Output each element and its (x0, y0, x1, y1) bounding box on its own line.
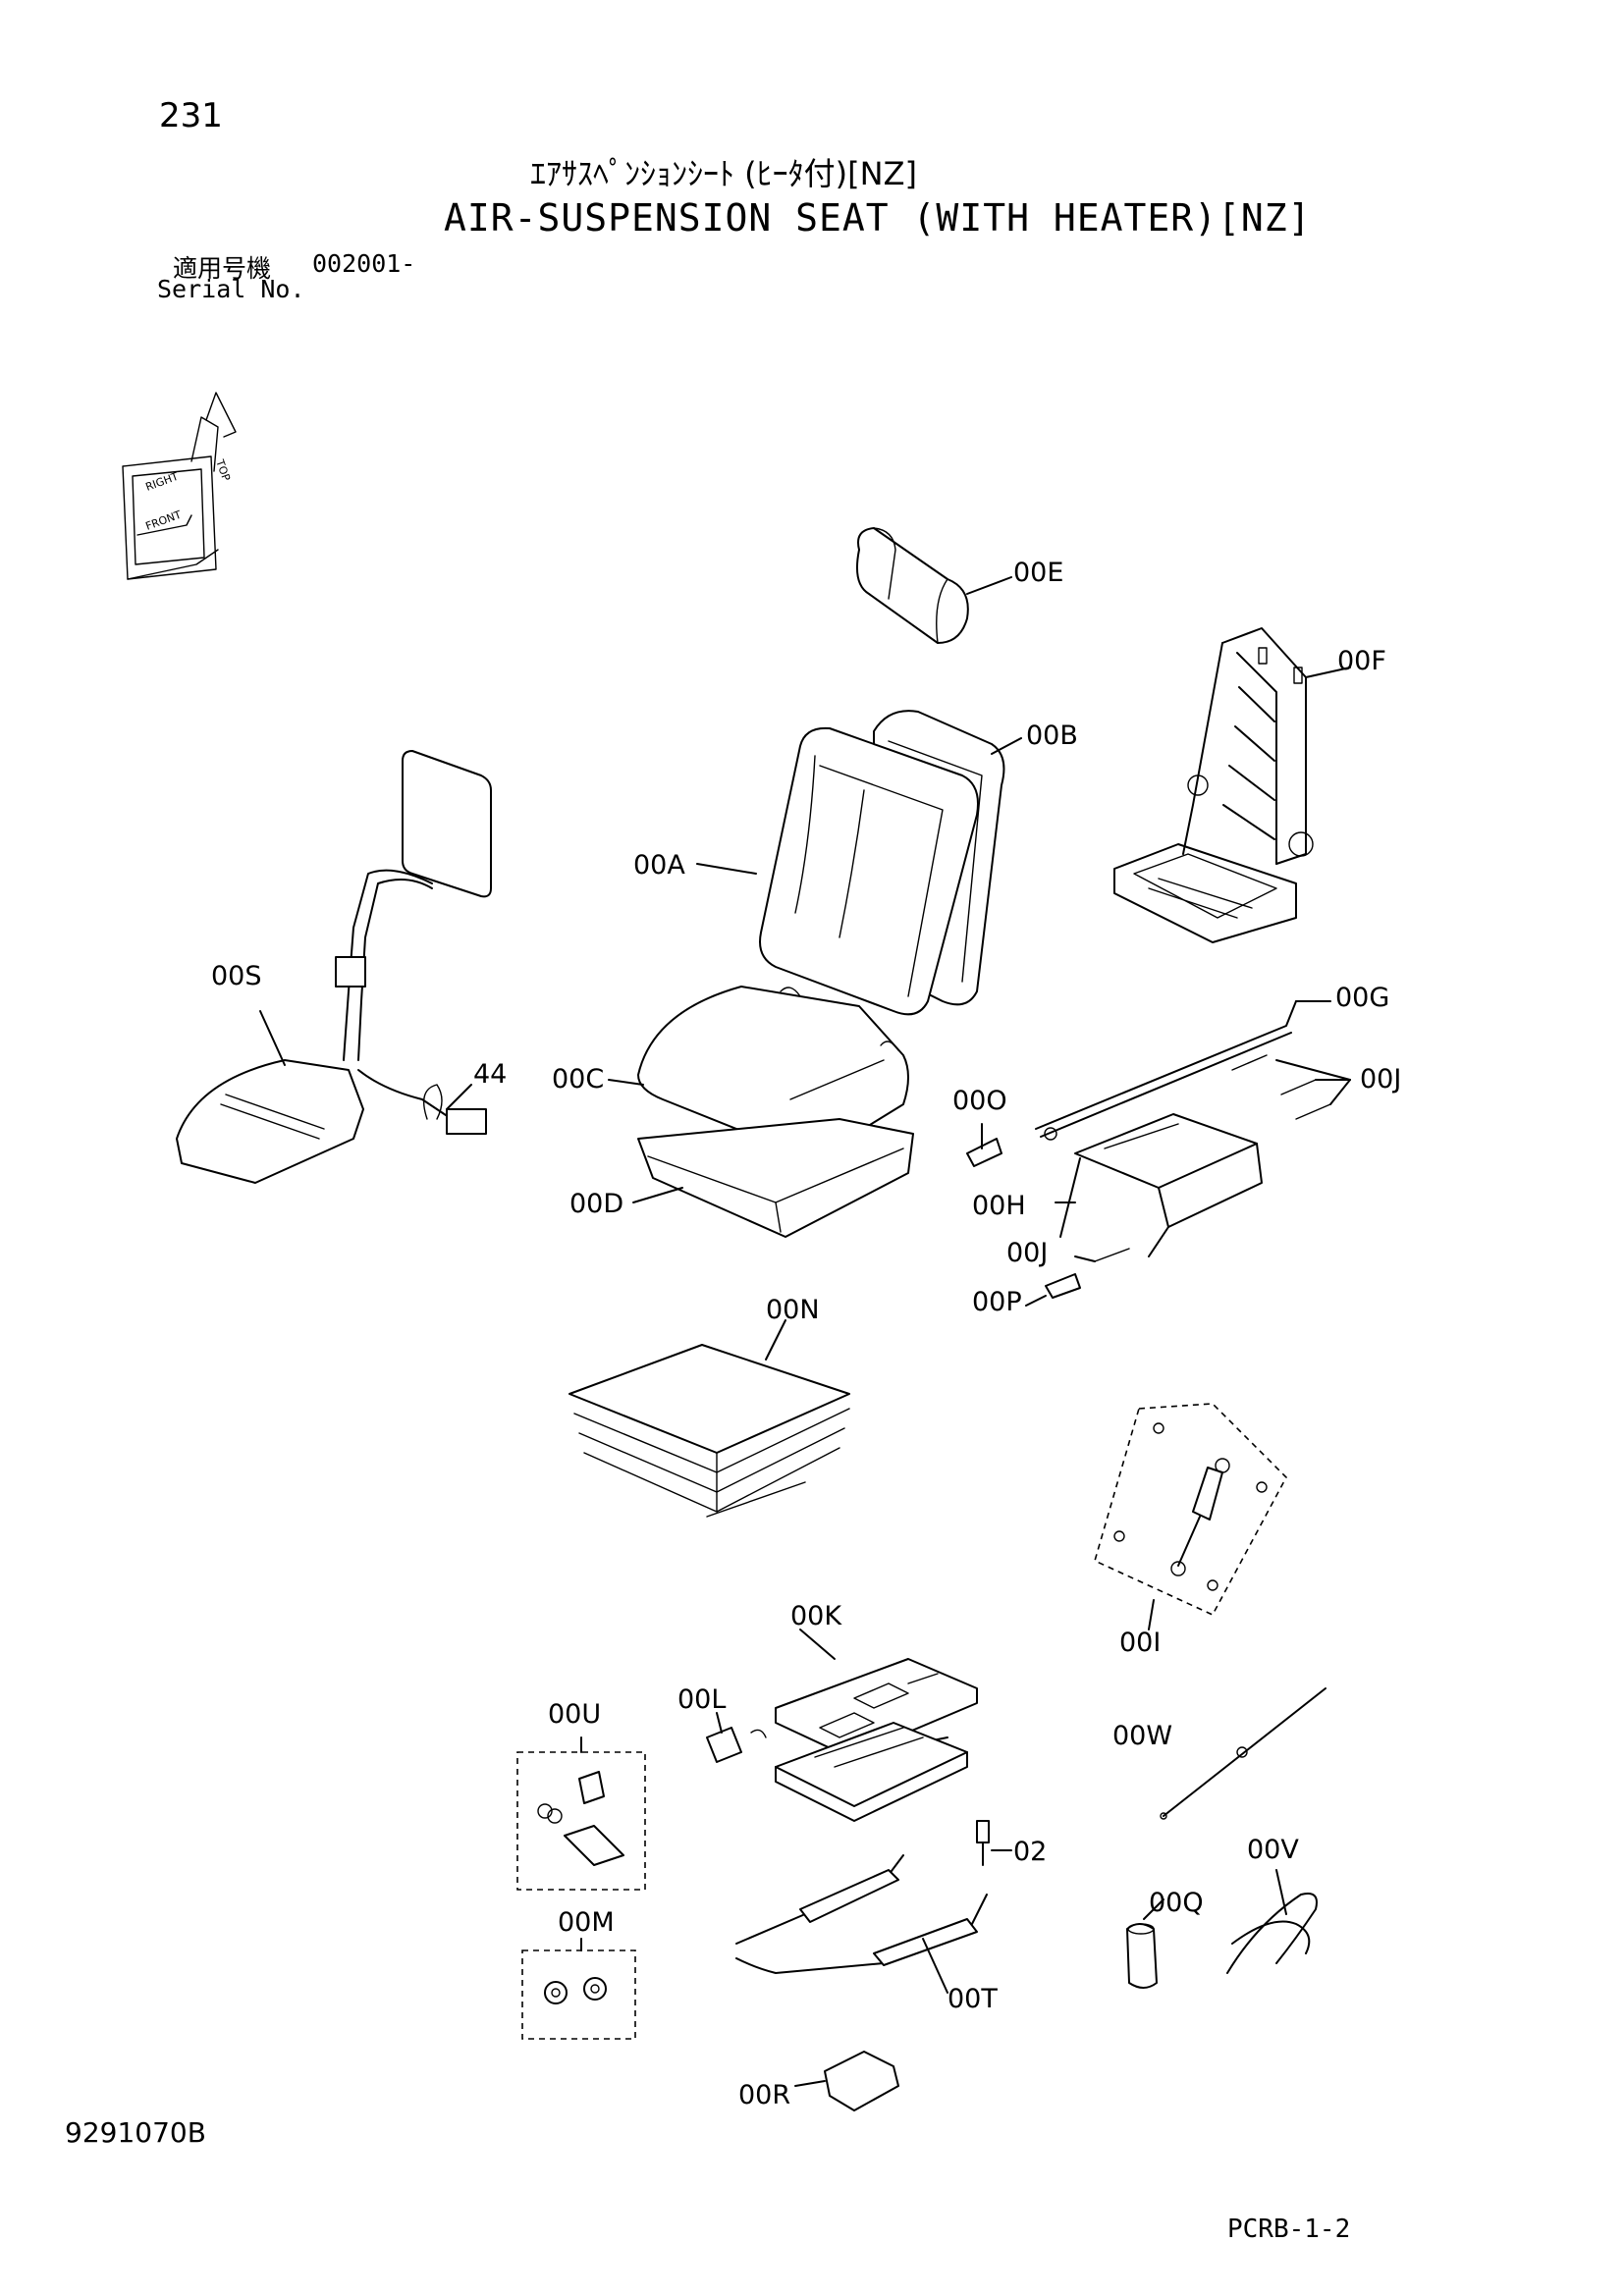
drawing-number: 9291070B (65, 2116, 206, 2149)
orientation-cube-icon: TOP RIGHT FRONT (122, 392, 237, 580)
serial-label-japanese: 適用号機 (173, 254, 272, 283)
seat-heater-part (176, 750, 492, 1184)
callout-00o: 00O (952, 1086, 1007, 1116)
callout-00v: 00V (1247, 1835, 1299, 1865)
callout-44: 44 (473, 1059, 507, 1090)
callout-00s: 00S (211, 961, 262, 991)
serial-number-value: 002001- (312, 249, 416, 278)
callout-00j-bottom: 00J (1006, 1238, 1048, 1268)
sheet-code: PCRB-1-2 (1227, 2215, 1351, 2244)
callout-00b: 00B (1026, 721, 1078, 751)
callout-00m: 00M (558, 1907, 615, 1938)
callout-00a: 00A (633, 850, 685, 881)
bellows-cover-part (568, 1344, 850, 1518)
callout-00t: 00T (947, 1984, 998, 2014)
air-hose-part (735, 1854, 988, 1974)
callout-00c: 00C (552, 1064, 604, 1095)
repair-kit-part (516, 1751, 646, 1891)
callout-00j-top: 00J (1360, 1064, 1401, 1095)
callout-00l: 00L (677, 1684, 726, 1715)
callout-00r: 00R (738, 2080, 790, 2110)
cap-part (1126, 1923, 1158, 1989)
callout-00f: 00F (1337, 646, 1386, 676)
callout-00e: 00E (1013, 558, 1063, 588)
seat-frame-part (1113, 627, 1351, 943)
seat-back-part (759, 726, 979, 1016)
bracket-part (706, 1727, 767, 1763)
page-title-english: AIR-SUSPENSION SEAT (WITH HEATER)[NZ] (444, 196, 1312, 240)
page-number: 231 (159, 96, 223, 135)
callout-00h: 00H (972, 1191, 1026, 1221)
callout-00q: 00Q (1149, 1888, 1204, 1918)
callout-00w: 00W (1112, 1721, 1172, 1751)
orientation-label-top: TOP (213, 457, 233, 483)
shock-absorber-part (1094, 1403, 1287, 1617)
callout-labels: 00E 00F 00B 00A 00S 44 00C 00G 00J 00O 0… (211, 558, 1401, 2110)
callout-00u: 00U (548, 1699, 601, 1730)
callout-00g: 00G (1335, 983, 1389, 1013)
callout-02: 02 (1013, 1837, 1047, 1867)
headrest-part (856, 527, 969, 644)
serial-label-english: Serial No. (157, 275, 305, 303)
cable-tie-part (1226, 1893, 1318, 1974)
bushing-kit-part (521, 1949, 636, 2040)
suspension-unit-part (775, 1658, 978, 1822)
callout-00d: 00D (569, 1189, 623, 1219)
page-title-japanese: ｴｱｻｽﾍﾟﾝｼｮﾝｼｰﾄ (ﾋｰﾀ付)[NZ] (530, 155, 917, 192)
callout-00k: 00K (790, 1601, 842, 1631)
bolt-part (976, 1820, 990, 1866)
callout-00n: 00N (766, 1295, 820, 1325)
seat-cushion-part (637, 986, 909, 1153)
wire-harness-part (1160, 1687, 1326, 1820)
handle-part (824, 2051, 899, 2111)
callout-00i: 00I (1119, 1628, 1161, 1658)
slide-rail-part (966, 1000, 1331, 1299)
callout-00p: 00P (972, 1287, 1022, 1317)
leader-lines (259, 576, 1351, 2087)
seat-base-part (637, 1118, 914, 1238)
